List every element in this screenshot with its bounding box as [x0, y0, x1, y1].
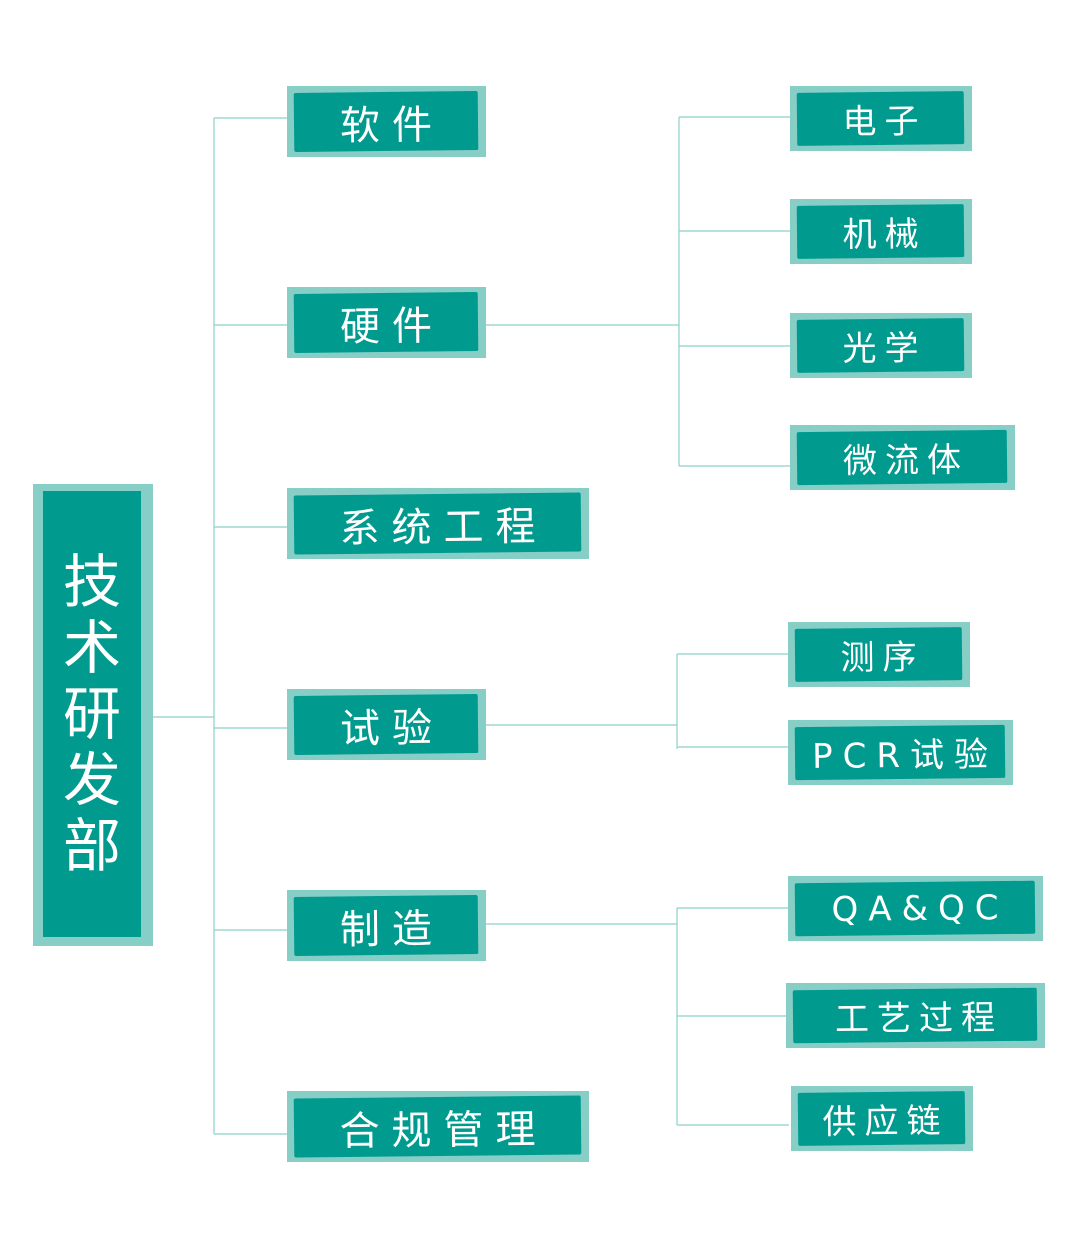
root-label-char: 部 — [62, 812, 121, 880]
sub-pcr-label: PCR试验 — [794, 724, 1006, 781]
sub-pcr: PCR试验 — [788, 720, 1013, 785]
sub-qaqc: QA&QC — [788, 876, 1043, 941]
dept-testing-label: 试验 — [293, 694, 479, 755]
root-node: 技术研发部 — [33, 484, 153, 946]
sub-electronics: 电子 — [790, 86, 972, 151]
root-label-char: 发 — [62, 746, 121, 814]
root-label-char: 技 — [62, 548, 121, 616]
root-label-char: 研 — [62, 680, 121, 748]
dept-systems: 系统工程 — [287, 488, 589, 559]
root-label-char: 术 — [62, 614, 121, 682]
dept-hardware: 硬件 — [287, 287, 486, 358]
root-label: 技术研发部 — [63, 549, 121, 879]
sub-optics: 光学 — [790, 313, 972, 378]
sub-electronics-label: 电子 — [796, 91, 965, 146]
sub-supply-chain-label: 供应链 — [797, 1091, 966, 1146]
dept-hardware-label: 硬件 — [293, 292, 479, 353]
sub-mechanical-label: 机械 — [796, 204, 965, 259]
sub-process: 工艺过程 — [786, 983, 1045, 1048]
sub-microfluidics: 微流体 — [790, 425, 1015, 490]
sub-mechanical: 机械 — [790, 199, 972, 264]
sub-qaqc-label: QA&QC — [794, 880, 1036, 937]
sub-supply-chain: 供应链 — [791, 1086, 973, 1151]
sub-sequencing: 测序 — [788, 622, 970, 687]
dept-manufacturing-label: 制造 — [293, 895, 479, 956]
sub-process-label: 工艺过程 — [792, 987, 1038, 1044]
dept-compliance-label: 合规管理 — [293, 1095, 582, 1158]
dept-compliance: 合规管理 — [287, 1091, 589, 1162]
dept-software-label: 软件 — [293, 91, 479, 152]
dept-manufacturing: 制造 — [287, 890, 486, 961]
dept-testing: 试验 — [287, 689, 486, 760]
sub-optics-label: 光学 — [796, 318, 965, 373]
sub-microfluidics-label: 微流体 — [796, 429, 1008, 486]
dept-systems-label: 系统工程 — [293, 492, 582, 555]
sub-sequencing-label: 测序 — [794, 627, 963, 682]
dept-software: 软件 — [287, 86, 486, 157]
